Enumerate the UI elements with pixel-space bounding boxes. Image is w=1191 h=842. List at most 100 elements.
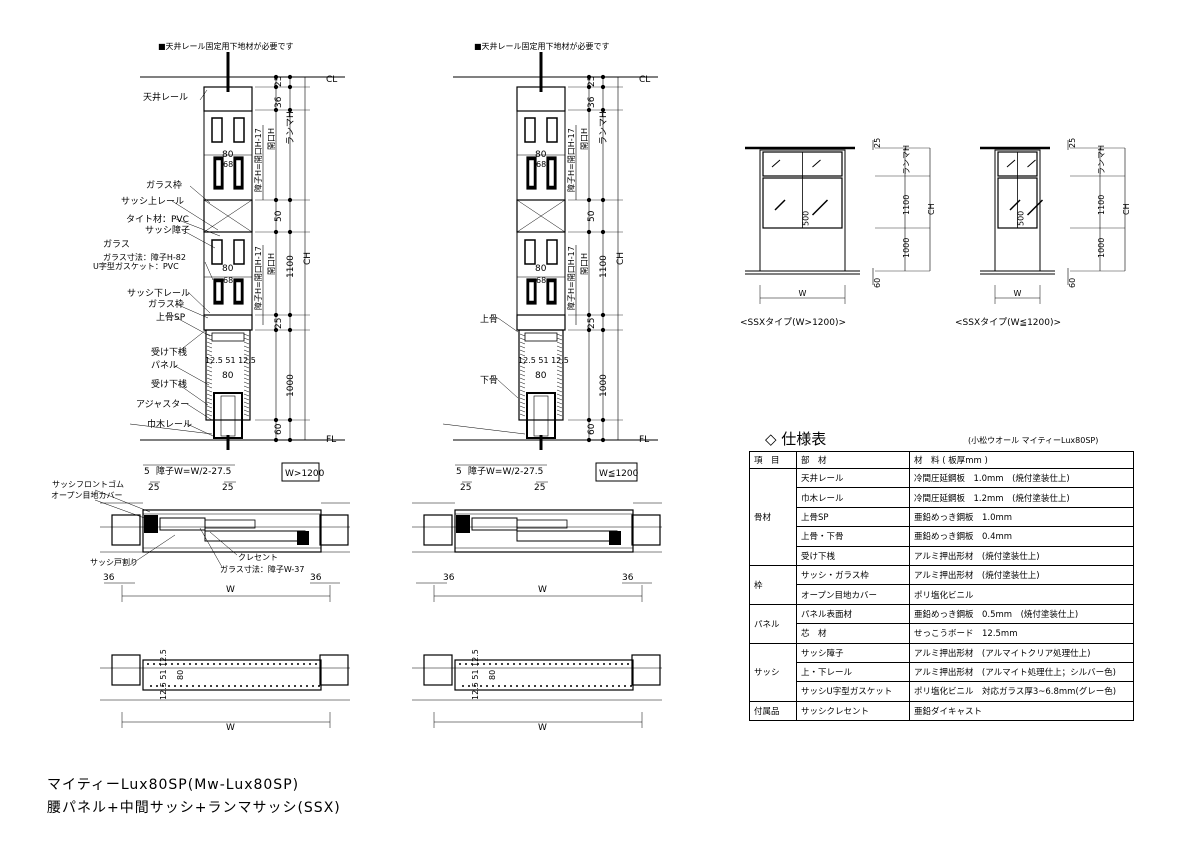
dimension-label: 80 <box>535 264 547 274</box>
drawing-line <box>519 345 526 349</box>
dimension-label: 80 <box>222 150 234 160</box>
drawing-line <box>442 423 526 435</box>
dimension-label: 80 <box>222 371 234 381</box>
drawing-part <box>297 531 309 545</box>
dimension-tick <box>287 312 293 318</box>
drawing-line <box>556 361 563 365</box>
label-baseboard-rail: 巾木レール <box>147 418 192 430</box>
dimension-label: 1000 <box>599 374 609 397</box>
drawing-line <box>206 389 213 393</box>
dimension-label: 80 <box>222 264 234 274</box>
drawing-line <box>206 381 213 385</box>
spec-material-cell: 冷間圧延鋼板 1.2mm (焼付塗装仕上) <box>909 487 1134 508</box>
drawing-line <box>243 337 250 341</box>
drawing-line <box>243 401 250 405</box>
label-glass: ガラス <box>103 239 130 250</box>
drawing-line <box>516 199 566 233</box>
drawing-line <box>206 413 213 417</box>
dim-w: W <box>538 585 547 595</box>
dimension-label: 開口H <box>580 253 589 275</box>
drawing-line <box>774 199 786 211</box>
table-row: サッシU字型ガスケットポリ塩化ビニル 対応ガラス厚3~6.8mm(グレー色) <box>750 681 1134 702</box>
drawing-line <box>519 337 526 341</box>
label-ceiling-rail: 天井レール <box>143 91 188 103</box>
elevation-labels: <SSXタイプ(W>1200)> <SSXタイプ(W≦1200)> 25ランマH… <box>740 138 1131 328</box>
dimension-label: ランマH <box>598 111 609 145</box>
spec-group-cell: 付属品 <box>749 700 797 722</box>
label-tight-material: タイト材：PVC <box>126 213 189 225</box>
drawing-part <box>526 392 556 439</box>
label-upper-bone-sp: 上骨SP <box>156 312 186 323</box>
drawing-part <box>213 392 243 439</box>
drawing-line <box>177 329 207 353</box>
dim-shoji-w: 障子W=W/2-27.5 <box>156 465 231 477</box>
dim-25: 25 <box>534 483 545 493</box>
drawing-line <box>519 349 526 353</box>
drawing-line <box>184 422 214 437</box>
drawing-part <box>524 117 536 143</box>
drawing-line <box>497 379 519 399</box>
spec-header-cell: 項 目 <box>749 451 797 469</box>
drawing-part <box>546 117 558 143</box>
dimension-label: 60 <box>274 423 284 435</box>
drawing-line <box>556 401 563 405</box>
table-row: 芯 材せっこうボード 12.5mm <box>750 623 1134 644</box>
dimension-tick <box>586 84 592 90</box>
drawing-part <box>204 519 256 529</box>
drawing-part <box>203 199 253 233</box>
table-row: 枠サッシ・ガラス枠アルミ押出形材 (焼付塗装仕上) <box>749 564 1134 605</box>
drawing-part <box>203 86 253 112</box>
dimension-label: 開口H <box>580 128 589 150</box>
spec-material-cell: ポリ塩化ビニル <box>909 584 1134 605</box>
spec-material-cell: せっこうボード 12.5mm <box>909 623 1134 644</box>
table-row: 骨材天井レール冷間圧延鋼板 1.0mm (焼付塗装仕上) <box>749 467 1134 566</box>
dimension-label: 1000 <box>1097 238 1106 258</box>
dimension-label: 25 <box>873 138 882 148</box>
drawing-line <box>206 397 213 401</box>
dimension-label: W <box>799 289 807 298</box>
label-panel: パネル <box>151 360 178 371</box>
dimension-tick <box>586 74 592 80</box>
drawing-part <box>144 515 158 533</box>
table-row: 付属品サッシクレセント亜鉛ダイキャスト <box>749 700 1134 722</box>
dimension-label: 開口H <box>267 128 276 150</box>
table-row: 上・下レールアルミ押出形材 (アルマイト処理仕上；シルバー色) <box>750 661 1134 683</box>
dimension-label: 1000 <box>902 238 911 258</box>
drawing-part <box>111 654 141 686</box>
spec-part-cell: サッシ障子 <box>796 642 910 663</box>
dimension-tick <box>600 84 606 90</box>
drawing-line <box>243 361 250 365</box>
drawing-line <box>519 369 526 373</box>
dimension-label: CH <box>927 203 936 215</box>
dimension-label: 50 <box>274 210 284 222</box>
drawing-line <box>206 361 213 365</box>
drawing-line <box>519 357 526 361</box>
label-upper-bone: 上骨 <box>480 314 498 325</box>
drawing-part <box>533 395 549 437</box>
spec-header-cell: 材 料 ( 板厚mm ) <box>909 451 1134 469</box>
drawing-line <box>243 345 250 349</box>
drawing-line <box>243 333 250 337</box>
drawing-part <box>233 117 245 143</box>
drawing-line <box>243 405 250 409</box>
dimension-label: 25 <box>274 318 284 329</box>
drawing-line <box>519 389 526 393</box>
elevation-caption-narrow: <SSXタイプ(W≦1200)> <box>955 317 1061 328</box>
dimension-label: ランマH <box>902 145 911 175</box>
drawing-line <box>519 377 526 381</box>
drawing-part <box>319 514 349 546</box>
drawing-part <box>205 329 251 421</box>
dimension-tick <box>600 229 606 235</box>
drawing-line <box>243 381 250 385</box>
drawing-part <box>548 159 555 187</box>
drawing-line <box>243 377 250 381</box>
spec-material-cell: 亜鉛めっき鋼板 0.5mm (焼付塗装仕上) <box>909 603 1134 625</box>
drawing-line <box>556 393 563 397</box>
drawing-line <box>243 357 250 361</box>
elevation-geometry <box>745 140 931 304</box>
dimension-label: 障子H=開口H-17 <box>566 128 576 192</box>
drawing-part <box>215 159 222 187</box>
drawing-line <box>1026 199 1044 216</box>
dimension-tick <box>273 229 279 235</box>
